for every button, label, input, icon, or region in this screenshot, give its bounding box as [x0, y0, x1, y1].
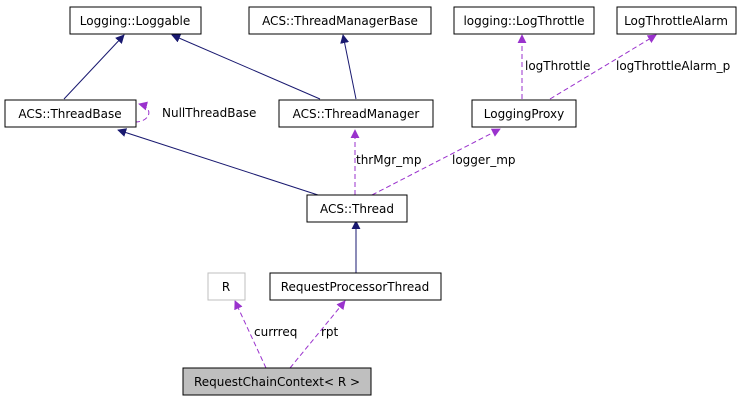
node-request-processor-thread-label: RequestProcessorThread	[281, 280, 430, 294]
node-thread-base[interactable]: ACS::ThreadBase	[4, 99, 137, 128]
label-nullthreadbase: NullThreadBase	[162, 106, 256, 120]
edge-threadbase-self	[134, 101, 150, 123]
node-log-throttle[interactable]: logging::LogThrottle	[453, 6, 595, 35]
edge-proxy-thread	[371, 128, 501, 196]
label-thrmgr: thrMgr_mp	[356, 153, 421, 167]
node-thread-label: ACS::Thread	[320, 202, 394, 216]
node-r-label: R	[222, 280, 230, 294]
edge-loggable-threadbase	[63, 34, 125, 100]
node-thread-manager-label: ACS::ThreadManager	[293, 107, 420, 121]
label-logthrottle: logThrottle	[525, 59, 590, 73]
node-request-chain-context[interactable]: RequestChainContext< R >	[182, 367, 372, 396]
node-thread-manager-base[interactable]: ACS::ThreadManagerBase	[248, 6, 432, 35]
label-logger: logger_mp	[452, 153, 516, 167]
node-r[interactable]: R	[207, 272, 246, 301]
node-log-throttle-alarm[interactable]: LogThrottleAlarm	[616, 6, 737, 35]
label-rpt: rpt	[321, 325, 339, 339]
edge-threadbase-thread	[117, 128, 319, 196]
node-thread[interactable]: ACS::Thread	[306, 194, 408, 223]
label-currreq: currreq	[254, 325, 297, 339]
node-log-throttle-alarm-label: LogThrottleAlarm	[624, 14, 728, 28]
label-logthrottlealarm: logThrottleAlarm_p	[616, 59, 730, 73]
node-thread-manager-base-label: ACS::ThreadManagerBase	[262, 14, 418, 28]
node-request-chain-context-label: RequestChainContext< R >	[194, 375, 360, 389]
node-logging-proxy-label: LoggingProxy	[484, 107, 564, 121]
edge-logthrottlealarm-proxy	[549, 34, 657, 100]
edge-threadmanagerbase-threadmanager	[340, 34, 357, 100]
node-log-throttle-label: logging::LogThrottle	[463, 14, 584, 28]
edge-rpt-context	[289, 300, 346, 369]
node-thread-base-label: ACS::ThreadBase	[18, 107, 121, 121]
node-loggable-label: Logging::Loggable	[80, 14, 190, 28]
node-request-processor-thread[interactable]: RequestProcessorThread	[269, 272, 442, 301]
edge-r-context	[234, 300, 267, 369]
node-logging-proxy[interactable]: LoggingProxy	[471, 99, 577, 128]
node-thread-manager[interactable]: ACS::ThreadManager	[278, 99, 434, 128]
edge-loggable-threadmanager	[171, 34, 321, 100]
node-loggable[interactable]: Logging::Loggable	[69, 6, 202, 35]
